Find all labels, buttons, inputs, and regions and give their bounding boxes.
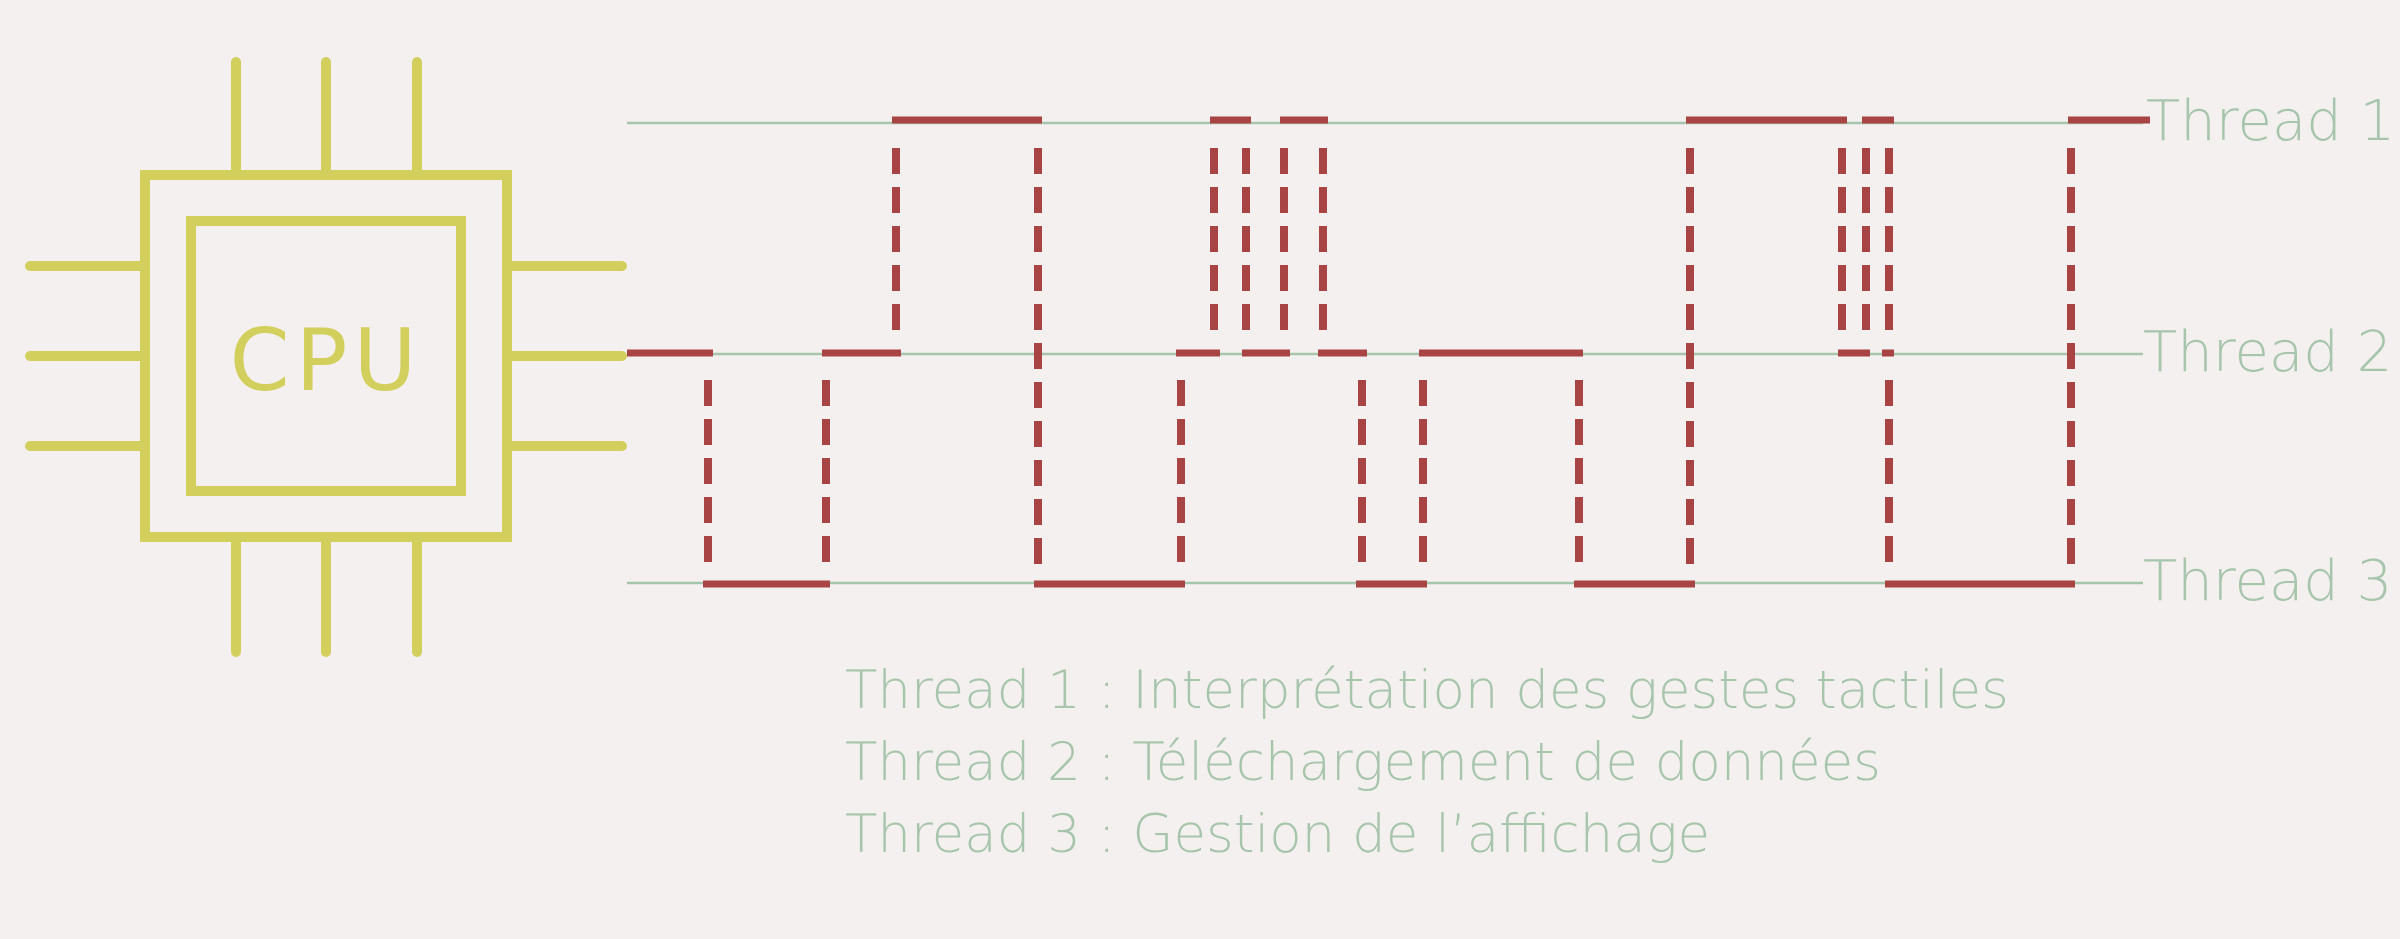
legend-item-thread-1: Thread 1 : Interprétation des gestes tac… (845, 660, 2009, 721)
context-switches (704, 148, 2075, 568)
thread-1-label: Thread 1 (2146, 89, 2395, 154)
thread-2-label: Thread 2 (2143, 320, 2392, 385)
cpu-inner-square (186, 216, 466, 496)
active-segments (627, 116, 2150, 588)
cpu-chip-icon (25, 57, 627, 657)
legend-item-thread-3: Thread 3 : Gestion de l’affichage (845, 804, 1711, 865)
cpu-label: CPU (230, 311, 423, 411)
thread-legend: Thread 1 : Interprétation des gestes tac… (845, 655, 2009, 871)
thread-3-label: Thread 3 (2143, 549, 2392, 614)
legend-item-thread-2: Thread 2 : Téléchargement de données (845, 732, 1881, 793)
